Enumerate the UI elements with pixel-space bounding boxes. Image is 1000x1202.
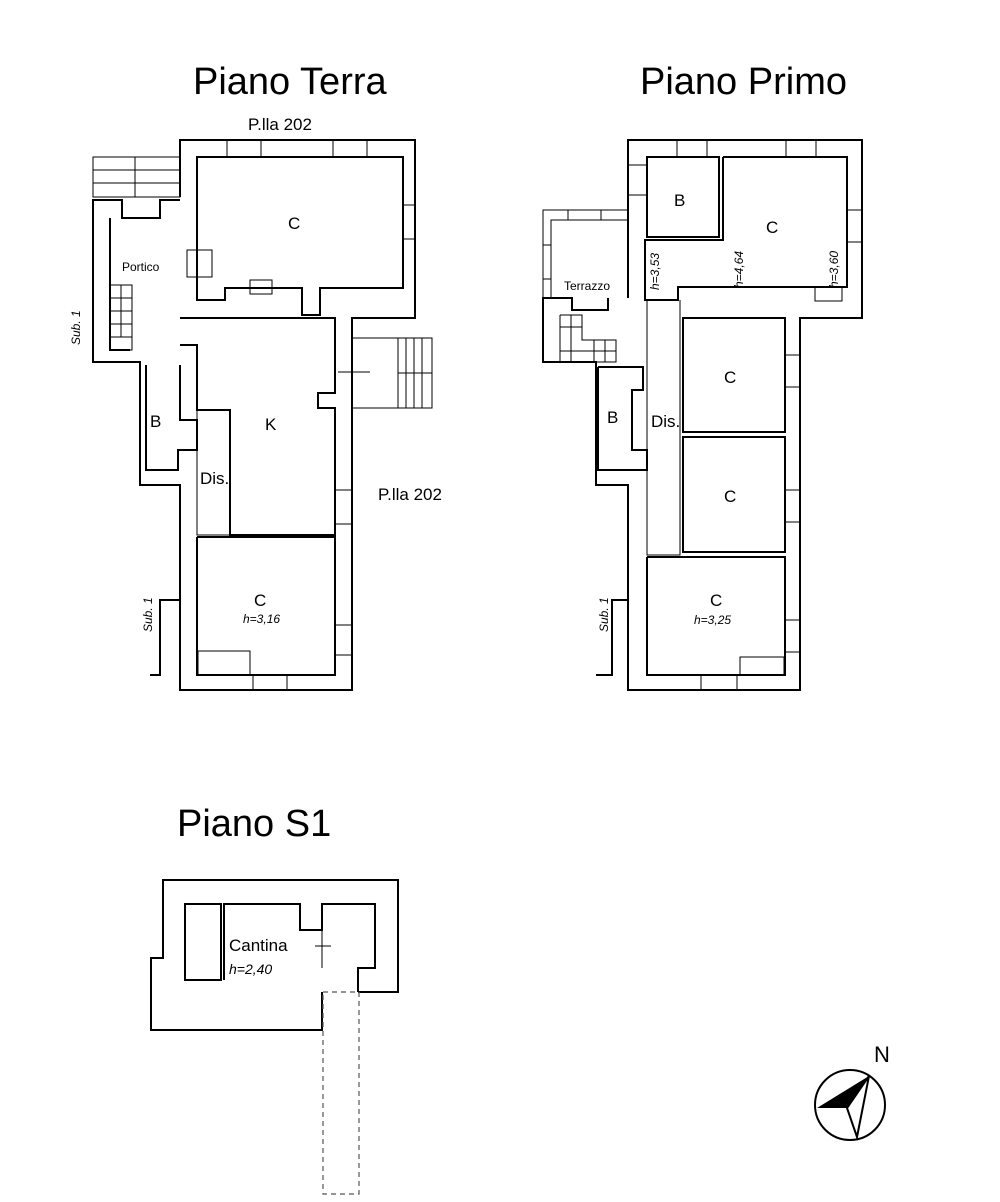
stair-top — [92, 156, 181, 198]
stair-primo — [559, 314, 617, 363]
portico-opening — [186, 249, 213, 278]
window — [700, 674, 738, 691]
outer-wall — [92, 139, 416, 691]
compass-needle-icon — [817, 1076, 869, 1108]
room-label-terrazzo: Terrazzo — [564, 279, 610, 293]
window — [334, 624, 353, 656]
window — [784, 489, 801, 523]
room-label-c-bottom: C — [710, 591, 722, 610]
room-k-walls — [180, 317, 336, 536]
height-label-3: h=3,60 — [827, 251, 841, 288]
compass-north-label: N — [874, 1042, 890, 1067]
room-label-b-top: B — [674, 191, 685, 210]
room-label-k: K — [265, 415, 277, 434]
boundary-line — [596, 599, 628, 676]
plan-piano-s1: Piano S1 Cantina h=2,40 — [150, 803, 399, 1195]
window — [676, 139, 708, 158]
window — [784, 354, 801, 388]
sub-label-top: Sub. 1 — [69, 310, 83, 345]
stair-right — [338, 337, 433, 409]
room-label-b: B — [150, 412, 161, 431]
stair-portico — [109, 284, 133, 351]
room-label-c-top: C — [288, 214, 300, 233]
window — [785, 139, 817, 158]
window — [627, 164, 648, 196]
room-b-left-walls — [597, 366, 648, 471]
room-label-cantina: Cantina — [229, 936, 288, 955]
room-label-portico: Portico — [122, 260, 160, 274]
room-c-top-walls — [644, 156, 848, 301]
portico-walls — [109, 218, 130, 351]
height-label-1: h=3,53 — [648, 253, 662, 290]
sub-label-bottom: Sub. 1 — [597, 597, 611, 632]
compass-circle — [814, 1069, 886, 1141]
room-label-c-mid-2: C — [724, 487, 736, 506]
neighbor-label-right: P.lla 202 — [378, 485, 442, 504]
room-label-c-bottom: C — [254, 591, 266, 610]
dashed-passage — [322, 991, 360, 1195]
height-label-c-bottom: h=3,25 — [694, 613, 731, 627]
plan-piano-terra: Piano Terra P.lla 202 P.lla 202 Sub. 1 S… — [69, 61, 442, 691]
window — [784, 619, 801, 653]
outer-wall — [542, 139, 863, 691]
terrazzo — [542, 209, 628, 298]
window — [334, 489, 353, 525]
window — [332, 139, 368, 158]
north-compass: N — [814, 1042, 890, 1141]
room-c-top-walls — [196, 156, 404, 316]
storage-niche — [184, 903, 222, 981]
neighbor-label-top: P.lla 202 — [248, 115, 312, 134]
outer-wall — [150, 879, 399, 1031]
plan-piano-primo: Piano Primo Sub. 1 Terrazzo B C h=3,53 h… — [542, 61, 863, 691]
window — [226, 139, 262, 158]
room-b-walls — [145, 365, 198, 471]
room-label-c-top: C — [766, 218, 778, 237]
fireplace-icon — [197, 650, 251, 676]
window — [402, 204, 416, 240]
height-label-cantina: h=2,40 — [229, 961, 272, 977]
room-label-dis: Dis. — [200, 469, 229, 488]
room-c-bottom-walls — [196, 536, 336, 676]
boundary-line — [150, 599, 180, 676]
window — [846, 209, 863, 243]
room-label-dis: Dis. — [651, 412, 680, 431]
window — [814, 286, 843, 302]
height-label-2: h=4,64 — [732, 251, 746, 288]
room-dis — [196, 409, 231, 536]
title-piano-primo: Piano Primo — [640, 61, 847, 103]
cantina-walls — [223, 903, 376, 992]
room-label-c-mid-1: C — [724, 368, 736, 387]
fireplace-icon — [249, 279, 273, 295]
room-label-b-left: B — [607, 408, 618, 427]
sub-label-bottom: Sub. 1 — [141, 597, 155, 632]
fireplace-icon — [739, 656, 785, 676]
compass-needle-outline-icon — [845, 1075, 870, 1141]
title-piano-s1: Piano S1 — [177, 803, 331, 845]
height-label-c-bottom: h=3,16 — [243, 612, 280, 626]
window — [252, 674, 288, 691]
title-piano-terra: Piano Terra — [193, 61, 388, 103]
room-dis — [646, 300, 681, 556]
room-c-bottom-walls — [646, 556, 786, 676]
